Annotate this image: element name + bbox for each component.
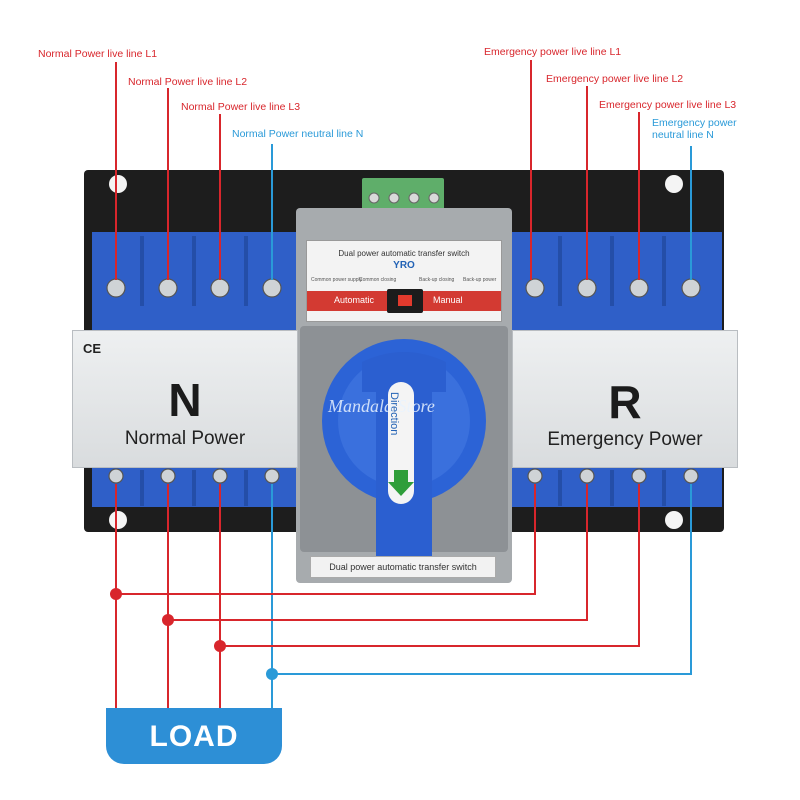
label-emergency-l3: Emergency power live line L3 xyxy=(599,99,737,111)
arrow-down-icon xyxy=(388,470,414,496)
manual-label: Manual xyxy=(433,295,463,305)
controller-label: Dual power automatic transfer switch YRO… xyxy=(306,240,502,322)
mount-hole xyxy=(665,175,683,193)
label-normal-l1: Normal Power live line L1 xyxy=(38,48,158,60)
mount-hole xyxy=(109,175,127,193)
normal-letter: N xyxy=(168,374,202,426)
indicator-label: Back-up closing xyxy=(419,277,455,283)
label-normal-l2: Normal Power live line L2 xyxy=(128,76,248,88)
mount-hole xyxy=(665,511,683,529)
label-emergency-l2: Emergency power live line L2 xyxy=(546,73,684,85)
normal-power-label: Normal Power xyxy=(124,428,246,449)
watermark: Mandala Store xyxy=(328,396,435,416)
emergency-power-panel: R Emergency Power xyxy=(512,330,738,468)
connector-screws xyxy=(368,192,440,204)
indicator-label: Common power supply xyxy=(311,277,363,283)
load-box: LOAD xyxy=(106,708,282,764)
automatic-label: Automatic xyxy=(334,295,375,305)
bottom-label: Dual power automatic transfer switch xyxy=(310,556,496,578)
terminal-ribs xyxy=(140,236,666,506)
normal-leader-lines xyxy=(115,62,273,280)
label-emergency-n-2: neutral line N xyxy=(652,129,714,141)
terminal-screws xyxy=(106,278,701,484)
controller-title: Dual power automatic transfer switch xyxy=(338,249,470,258)
mount-hole xyxy=(109,511,127,529)
emergency-power-label: Emergency Power xyxy=(547,429,703,450)
normal-power-panel: CE N Normal Power xyxy=(72,330,298,468)
handle-direction-text: Direction xyxy=(388,392,400,436)
indicator-label: Back-up power xyxy=(463,277,497,283)
label-emergency-n: Emergency power xyxy=(652,117,737,129)
label-emergency-l1: Emergency power live line L1 xyxy=(484,46,622,58)
brand-logo: YRO xyxy=(393,260,415,271)
emergency-leader-lines xyxy=(530,60,692,280)
mode-toggle-switch[interactable] xyxy=(387,289,423,313)
indicator-label: Common closing xyxy=(359,277,397,283)
toggle-rocker xyxy=(398,295,412,306)
junction-dots xyxy=(110,588,278,680)
control-connector xyxy=(362,178,444,212)
ce-mark: CE xyxy=(83,341,102,356)
label-normal-n: Normal Power neutral line N xyxy=(232,128,364,140)
label-normal-l3: Normal Power live line L3 xyxy=(181,101,301,113)
emergency-letter: R xyxy=(608,376,642,428)
